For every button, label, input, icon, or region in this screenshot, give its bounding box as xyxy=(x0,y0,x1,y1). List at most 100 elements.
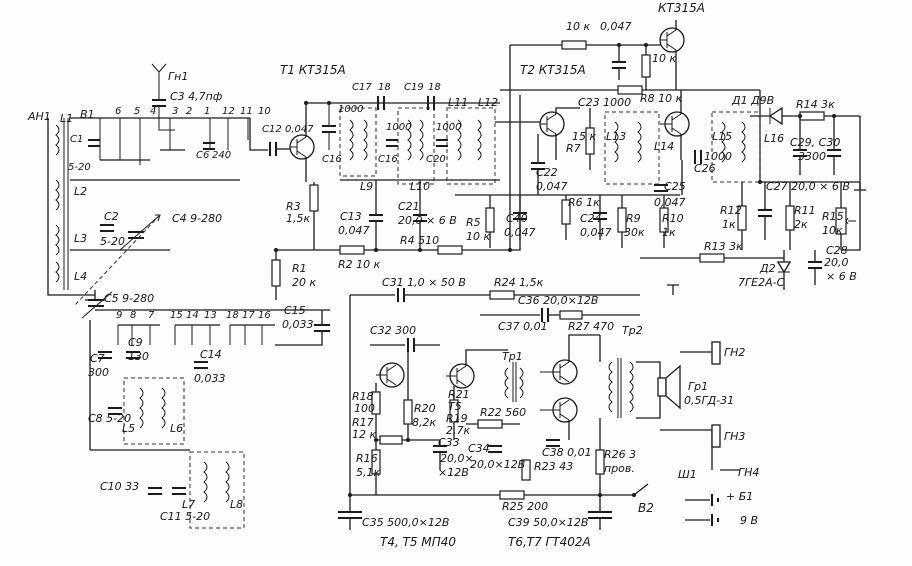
label-t1: Т1 КТ315А xyxy=(280,63,346,77)
label-kt315-top: КТ315А xyxy=(658,1,705,15)
label-c20: С20 xyxy=(426,154,446,165)
if-filters xyxy=(339,96,500,250)
label-r19: R19 xyxy=(446,412,468,425)
label-l16: L16 xyxy=(764,132,784,145)
label-c36: С36 20,0×12В xyxy=(518,294,598,307)
label-c19v: 18 xyxy=(428,82,441,93)
label-r9: R9 xyxy=(626,212,641,225)
label-c17: С17 xyxy=(352,82,372,93)
label-c38: С38 0,01 xyxy=(542,446,592,459)
label-p3: 3 xyxy=(172,106,178,117)
label-c15v: 0,033 xyxy=(282,318,314,331)
label-b1-voltage: 9 В xyxy=(740,514,758,527)
label-c35: С35 500,0×12В xyxy=(362,516,449,529)
label-r11: R11 xyxy=(794,204,816,217)
label-c22: С22 xyxy=(536,166,558,179)
label-p15: 15 xyxy=(170,310,183,321)
label-p4: 4 xyxy=(150,106,156,117)
label-c25v: 0,047 xyxy=(654,196,686,209)
label-gn4: ГН4 xyxy=(738,466,759,479)
label-r17v: 12 к xyxy=(352,428,376,441)
label-r27: R27 470 xyxy=(568,320,614,333)
label-b1-plus: + Б1 xyxy=(726,490,753,503)
junction-dots xyxy=(274,43,836,497)
label-sh1: Ш1 xyxy=(678,468,697,481)
label-c5: С5 9-280 xyxy=(104,292,154,305)
label-r1v: 20 к xyxy=(292,276,316,289)
label-l8: L8 xyxy=(230,498,243,511)
label-c29: С29, С30 xyxy=(790,136,840,149)
label-p6: 6 xyxy=(115,106,121,117)
label-t2: Т2 КТ315А xyxy=(520,63,586,77)
label-r-10k: 10 к xyxy=(566,20,590,33)
label-c6v: 240 xyxy=(212,150,231,161)
label-p18: 18 xyxy=(226,310,239,321)
label-r10v: 1к xyxy=(662,226,676,239)
label-p9: 9 xyxy=(116,310,122,321)
label-r9v: 30к xyxy=(624,226,645,239)
label-b2: В2 xyxy=(638,501,654,515)
label-c23: С23 1000 xyxy=(578,96,631,109)
label-l5: L5 xyxy=(122,422,135,435)
label-p14: 14 xyxy=(186,310,199,321)
label-c12v: 0,047 xyxy=(285,124,314,135)
label-r25: R25 200 xyxy=(502,500,548,513)
label-c39: С39 50,0×12В xyxy=(508,516,588,529)
label-r5: R5 xyxy=(466,216,481,229)
label-l9: L9 xyxy=(360,180,373,193)
label-c29v: 3300 xyxy=(798,150,826,163)
label-p8: 8 xyxy=(130,310,136,321)
label-r26: R26 3 xyxy=(604,448,636,461)
label-r13: R13 3к xyxy=(704,240,743,253)
label-r22: R22 560 xyxy=(480,406,526,419)
label-r15: R15 xyxy=(822,210,844,223)
input-band-coils xyxy=(47,63,250,306)
label-c40: С40 xyxy=(506,212,528,225)
label-c2: С2 xyxy=(104,210,119,223)
label-p5: 5 xyxy=(134,106,140,117)
label-d2: Д2 xyxy=(759,262,776,275)
label-tp2: Тр2 xyxy=(622,324,643,337)
label-c33: С33 xyxy=(438,436,460,449)
label-r17: R17 xyxy=(352,416,374,429)
label-c19: С19 xyxy=(404,82,424,93)
label-d1: Д1 Д9В xyxy=(731,94,774,107)
label-c4: С4 9-280 xyxy=(172,212,222,225)
t2-stage xyxy=(455,90,702,248)
label-c33v2: ×12В xyxy=(438,466,469,479)
label-c26: С26 xyxy=(694,162,716,175)
label-r23: R23 43 xyxy=(534,460,573,473)
label-gn1: Гн1 xyxy=(168,70,188,83)
label-c31: С31 1,0 × 50 В xyxy=(382,276,466,289)
label-c9v: 130 xyxy=(128,350,149,363)
label-c16a: С16 xyxy=(322,154,342,165)
label-l11: L11 xyxy=(448,96,468,109)
label-gr1v: 0,5ГД-31 xyxy=(684,394,734,407)
label-l3: L3 xyxy=(74,232,87,245)
label-c8: С8 5-20 xyxy=(88,412,131,425)
label-c32: С32 300 xyxy=(370,324,416,337)
label-r7v: 15 к xyxy=(572,130,596,143)
bias-bus xyxy=(276,95,521,255)
label-c7v: 300 xyxy=(88,366,109,379)
label-c1v: 5-20 xyxy=(68,162,91,173)
label-c11: С11 5-20 xyxy=(160,510,210,523)
label-gn3: ГН3 xyxy=(724,430,745,443)
audio-amplifier xyxy=(338,284,740,530)
label-r20v: 8,2к xyxy=(412,416,436,429)
label-p16: 16 xyxy=(258,310,271,321)
label-c24v: 0,047 xyxy=(580,226,612,239)
label-r19v: 2,7к xyxy=(446,424,470,437)
label-c33v: 20,0× xyxy=(440,452,474,465)
label-c17v: 18 xyxy=(378,82,391,93)
label-c2v: 5-20 xyxy=(100,235,125,248)
label-r18: R18 xyxy=(352,390,374,403)
label-l4: L4 xyxy=(74,270,87,283)
label-l2: L2 xyxy=(74,185,87,198)
label-d2v: 7ГЕ2А-С xyxy=(738,276,785,289)
label-r16: R16 xyxy=(356,452,378,465)
label-c24: С24 xyxy=(580,212,602,225)
label-t5: Т5 xyxy=(448,400,462,413)
label-r1: R1 xyxy=(292,262,307,275)
